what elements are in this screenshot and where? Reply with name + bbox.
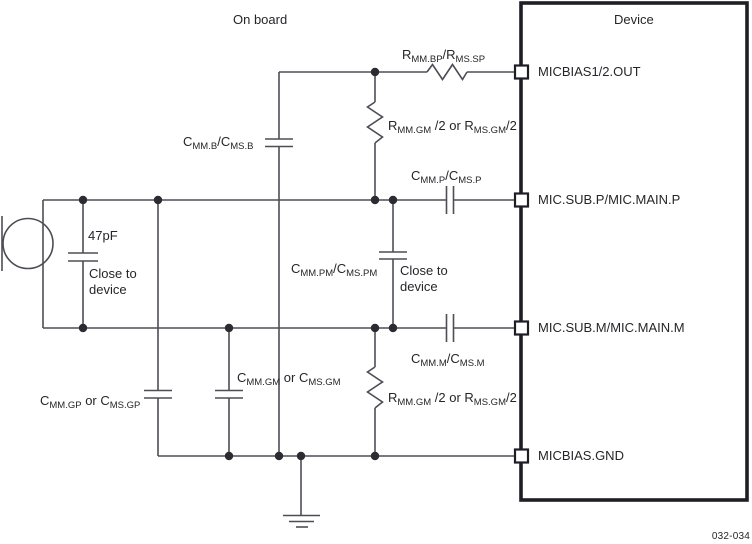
pin-mic-sub-p [513,192,530,208]
capacitor-cgp-label: CMM.GP or CMS.GP [40,393,141,411]
resistor-bias-label: RMM.BP/RMS.SP [402,47,486,65]
pin-mic-sub-m [513,320,530,336]
capacitor-cp-label: CMM.P/CMS.P [411,168,482,186]
capacitor-cgm-label: CMM.GM or CMS.GM [237,370,341,388]
junction-dot [370,195,380,205]
resistor-rgm-bot-zigzag [366,366,384,409]
pin-label-micbias-gnd: MICBIAS.GND [538,448,624,463]
microphone-icon [2,217,54,270]
on-board-section-label: On board [233,12,288,27]
resistor-rbias-zigzag [426,63,468,81]
resistor-rgm-bot-label: RMM.GM /2 or RMS.GM/2 [388,390,517,408]
junction-dot [78,195,88,205]
pin-label-micbias-out: MICBIAS1/2.OUT [538,64,641,79]
resistor-rgm-top-label: RMM.GM /2 or RMS.GM/2 [388,118,517,136]
device-box [519,1,749,502]
junction-dot [388,323,398,333]
capacitor-cm-label: CMM.M/CMS.M [411,351,485,369]
close-to-device-note-left: Close to device [89,266,137,297]
junction-dot [370,67,380,77]
close-to-device-note-middle: Close to device [400,263,448,294]
junction-dot [370,451,380,461]
junction-dot [153,195,163,205]
junction-dot [224,323,234,333]
junction-dot [78,323,88,333]
capacitor-cpm-label: CMM.PM/CMS.PM [291,261,378,279]
capacitor-47pf-label: 47pF [88,228,118,243]
pin-micbias-out [513,64,530,80]
resistor-rgm-top-zigzag [366,101,384,144]
pin-label-mic-sub-m: MIC.SUB.M/MIC.MAIN.M [538,320,685,335]
junction-dot [224,451,234,461]
pin-micbias-gnd [513,448,530,464]
capacitor-cb-label: CMM.B/CMS.B [183,134,254,152]
junction-dot [388,195,398,205]
junction-dot [370,323,380,333]
junction-dot [296,451,306,461]
junction-dot [274,451,284,461]
pin-label-mic-sub-p: MIC.SUB.P/MIC.MAIN.P [538,192,681,207]
device-section-label: Device [614,12,654,27]
figure-id: 032-034 [711,531,750,542]
